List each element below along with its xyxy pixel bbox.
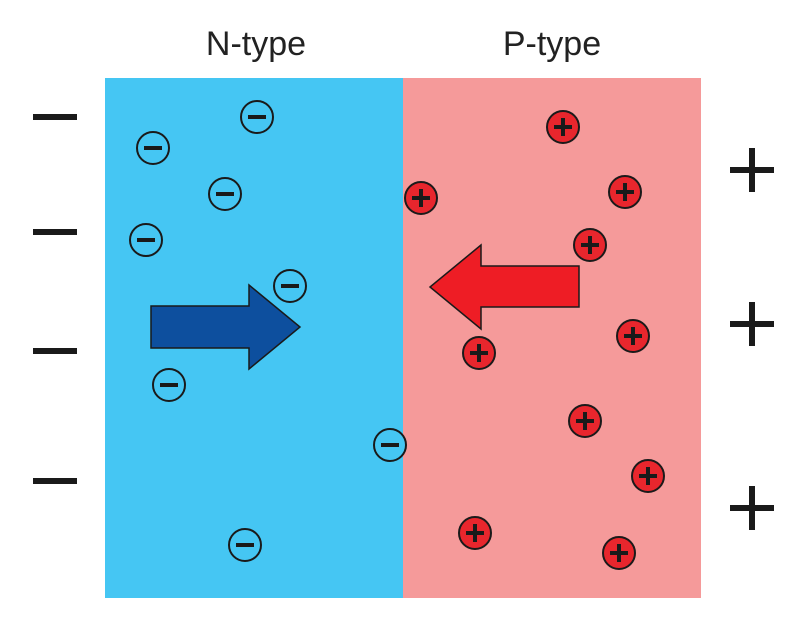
hole-icon bbox=[462, 336, 496, 370]
plus-sign-icon bbox=[730, 486, 774, 530]
electron-icon bbox=[136, 131, 170, 165]
hole-icon bbox=[573, 228, 607, 262]
hole-icon bbox=[631, 459, 665, 493]
hole-flow-arrow-icon bbox=[428, 243, 580, 331]
holes bbox=[404, 110, 665, 570]
hole-icon bbox=[458, 516, 492, 550]
electron-icon bbox=[208, 177, 242, 211]
p-type-region bbox=[403, 78, 701, 598]
plus-sign-icon bbox=[730, 302, 774, 346]
hole-icon bbox=[404, 181, 438, 215]
n-type-label: N-type bbox=[206, 25, 306, 63]
hole-icon bbox=[602, 536, 636, 570]
electron-icon bbox=[273, 269, 307, 303]
hole-icon bbox=[608, 175, 642, 209]
plus-sign-icon bbox=[730, 148, 774, 192]
minus-sign-icon bbox=[33, 348, 77, 354]
right-terminal-signs bbox=[730, 148, 774, 530]
p-type-label: P-type bbox=[503, 25, 601, 63]
hole-icon bbox=[568, 404, 602, 438]
left-terminal-signs bbox=[33, 114, 77, 484]
electron-icon bbox=[373, 428, 407, 462]
minus-sign-icon bbox=[33, 114, 77, 120]
minus-sign-icon bbox=[33, 478, 77, 484]
electron-icon bbox=[129, 223, 163, 257]
electron-icon bbox=[228, 528, 262, 562]
electron-icon bbox=[152, 368, 186, 402]
electron-icon bbox=[240, 100, 274, 134]
hole-icon bbox=[546, 110, 580, 144]
electron-flow-arrow-icon bbox=[150, 283, 302, 371]
hole-icon bbox=[616, 319, 650, 353]
minus-sign-icon bbox=[33, 229, 77, 235]
electrons bbox=[129, 100, 407, 562]
